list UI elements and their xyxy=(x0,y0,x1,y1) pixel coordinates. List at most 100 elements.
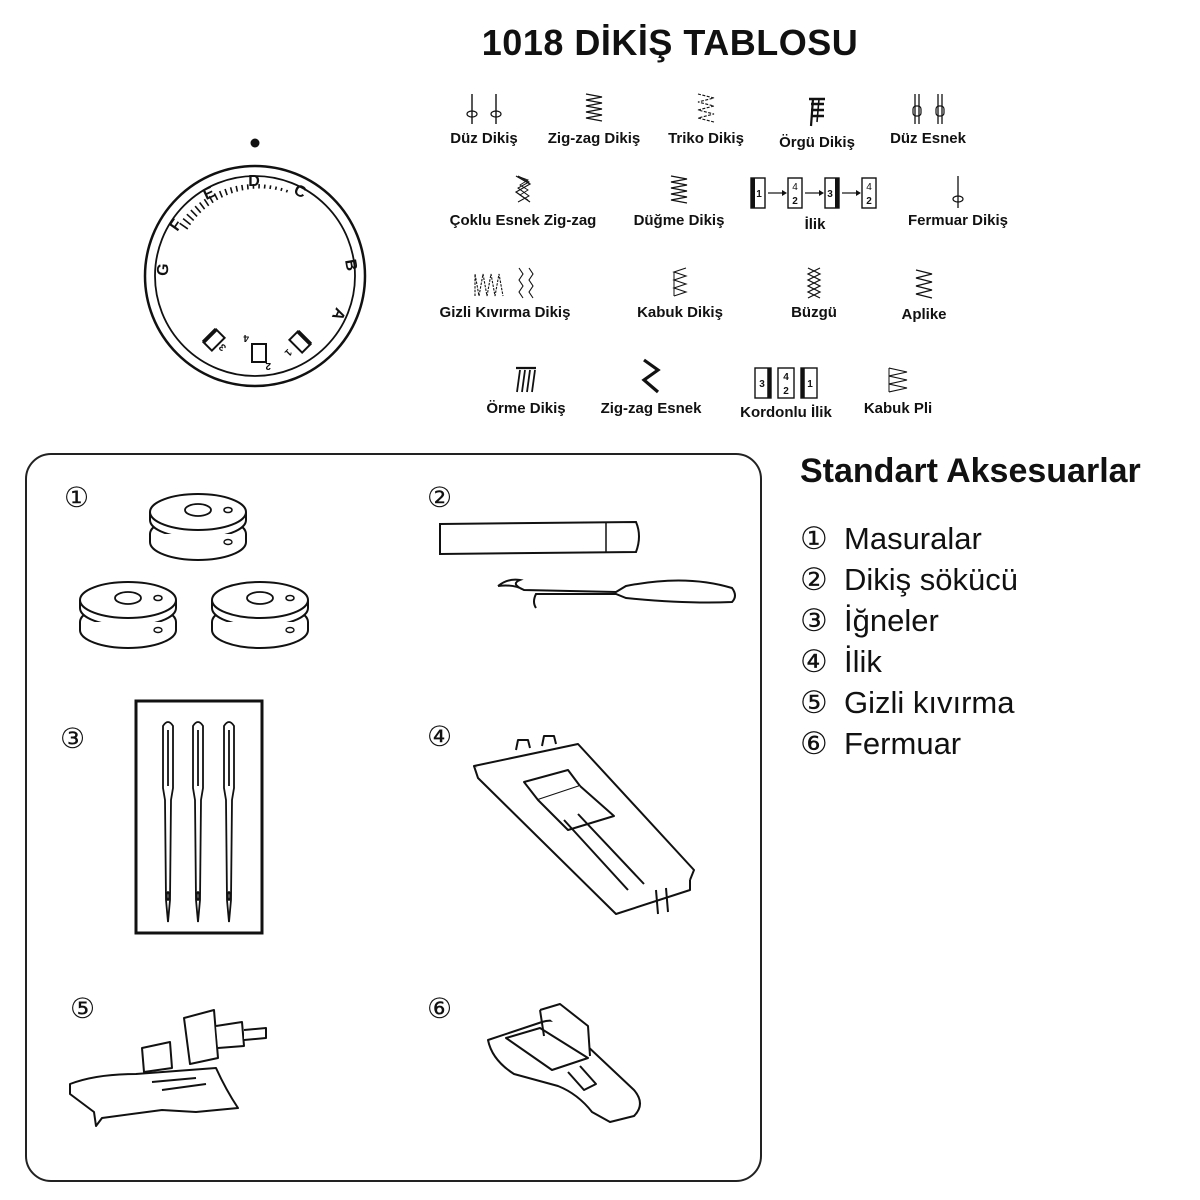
stitch-label: İlik xyxy=(804,216,826,233)
dial-letter-g: G xyxy=(155,263,173,277)
accessory-name: Dikiş sökücü xyxy=(844,562,1018,597)
accessory-number: ③ xyxy=(800,603,828,638)
shell-tuck-icon xyxy=(888,367,908,393)
stitch-knit: Örgü Dikiş xyxy=(732,96,902,156)
stitch-label: Zig-zag Esnek xyxy=(600,400,702,417)
straight-stitch-icon xyxy=(466,94,502,124)
dial-letter-c: C xyxy=(291,182,309,202)
accessory-name: Fermuar xyxy=(844,726,962,761)
accessory-number-6: ⑥ xyxy=(427,993,453,1024)
accessory-number: ① xyxy=(800,521,828,556)
blind-hem-foot-illustration xyxy=(69,1009,267,1127)
zipper-foot-illustration xyxy=(487,1003,641,1123)
svg-text:1: 1 xyxy=(807,379,813,390)
accessory-name: Masuralar xyxy=(844,521,982,556)
stitch-label: Kordonlu İlik xyxy=(740,404,832,421)
stitch-smocking: Büzgü xyxy=(729,266,899,326)
stitch-label: Fermuar Dikiş xyxy=(907,212,1009,229)
multi-stretch-zigzag-icon xyxy=(514,175,532,203)
svg-text:4: 4 xyxy=(792,182,798,193)
accessory-number: ④ xyxy=(800,644,828,679)
stitch-applique: Aplike xyxy=(839,268,1009,328)
accessory-item-seam-ripper: ② Dikiş sökücü xyxy=(800,559,1018,600)
svg-text:2: 2 xyxy=(866,196,872,207)
accessory-name: İğneler xyxy=(844,603,939,638)
stitch-tricot: Triko Dikiş xyxy=(621,92,791,152)
svg-text:2: 2 xyxy=(792,196,798,207)
accessory-number-3: ③ xyxy=(60,723,86,754)
accessory-number-5: ⑤ xyxy=(70,993,96,1024)
zigzag-stitch-icon xyxy=(585,93,603,122)
stitch-stretch-zigzag: Zig-zag Esnek xyxy=(566,358,736,418)
stitch-label: Kabuk Dikiş xyxy=(637,304,723,321)
svg-text:3: 3 xyxy=(759,379,765,390)
knit-stitch-icon xyxy=(809,97,825,127)
bobbin xyxy=(79,581,177,649)
needles-illustration xyxy=(134,699,264,935)
accessory-number-1: ① xyxy=(64,482,90,513)
dial-letter-a: A xyxy=(328,305,348,323)
stitch-label: Düğme Dikiş xyxy=(633,212,725,229)
stitch-shell-tuck: Kabuk Pli xyxy=(813,366,983,426)
dial-inner-ring xyxy=(154,175,356,377)
stitch-dial[interactable]: D C E F G B A 1 2 4 3 xyxy=(140,136,370,396)
dial-letter-d: D xyxy=(248,173,260,190)
accessory-number-4: ④ xyxy=(427,721,453,752)
accessory-name: İlik xyxy=(844,644,882,679)
stitch-blind-hem: Gizli Kıvırma Dikiş xyxy=(420,266,590,326)
stitch-label: Zig-zag Dikiş xyxy=(547,130,641,147)
accessory-number-2: ② xyxy=(427,482,453,513)
stitch-label: Örgü Dikiş xyxy=(779,134,855,151)
tricot-stitch-icon xyxy=(697,93,715,123)
dial-tick-marks xyxy=(179,184,289,230)
svg-text:2: 2 xyxy=(783,386,789,397)
svg-text:2: 2 xyxy=(265,360,271,371)
stitch-straight-stretch: Düz Esnek xyxy=(843,92,1013,152)
accessory-item-buttonhole: ④ İlik xyxy=(800,641,1018,682)
buttonhole-foot-illustration xyxy=(473,735,695,915)
shell-stitch-icon xyxy=(672,267,688,297)
stitch-label: Triko Dikiş xyxy=(668,130,744,147)
button-stitch-icon xyxy=(670,175,688,204)
accessories-panel xyxy=(25,453,762,1182)
seam-ripper-tool xyxy=(497,578,736,609)
applique-icon xyxy=(915,269,933,299)
svg-text:1: 1 xyxy=(282,346,294,358)
accessory-number: ② xyxy=(800,562,828,597)
zipper-stitch-icon xyxy=(952,176,964,208)
accessories-title: Standart Aksesuarlar xyxy=(800,452,1141,490)
stitch-label: Düz Esnek xyxy=(890,130,966,147)
svg-text:4: 4 xyxy=(243,332,249,343)
buttonhole-sequence-icon: 1 42 3 42 xyxy=(750,177,877,209)
stitch-overlock: Örme Dikiş xyxy=(441,366,611,426)
stitch-label: Gizli Kıvırma Dikiş xyxy=(439,304,571,321)
stitch-zigzag: Zig-zag Dikiş xyxy=(509,92,679,152)
bobbin xyxy=(149,493,247,561)
accessory-item-needles: ③ İğneler xyxy=(800,600,1018,641)
stitch-shell: Kabuk Dikiş xyxy=(595,266,765,326)
dial-letter-b: B xyxy=(341,258,360,272)
stitch-button: Düğme Dikiş xyxy=(594,174,764,234)
seam-ripper-cap xyxy=(439,520,640,556)
stitch-label: Büzgü xyxy=(791,304,837,321)
stitch-label: Çoklu Esnek Zig-zag xyxy=(449,212,597,229)
stitch-straight: Düz Dikiş xyxy=(399,92,569,152)
accessory-item-bobbins: ① Masuralar xyxy=(800,518,1018,559)
stitch-label: Kabuk Pli xyxy=(863,400,933,417)
dial-buttonhole-step-3: 3 xyxy=(201,327,229,353)
dial-outer-ring xyxy=(143,164,367,388)
dial-buttonhole-step-2-4: 2 4 xyxy=(243,332,271,371)
svg-text:1: 1 xyxy=(756,189,762,200)
stitch-multi-stretch-zigzag: Çoklu Esnek Zig-zag xyxy=(438,174,608,234)
stitch-corded-buttonhole: 3 4 2 1 Kordonlu İlik xyxy=(701,366,871,426)
svg-text:4: 4 xyxy=(783,372,789,383)
bobbin xyxy=(211,581,309,649)
smocking-icon xyxy=(806,267,822,299)
straight-stretch-icon xyxy=(912,94,945,124)
stretch-zigzag-icon xyxy=(641,358,661,394)
bobbins-illustration xyxy=(79,493,309,649)
stitch-label: Örme Dikiş xyxy=(486,400,566,417)
